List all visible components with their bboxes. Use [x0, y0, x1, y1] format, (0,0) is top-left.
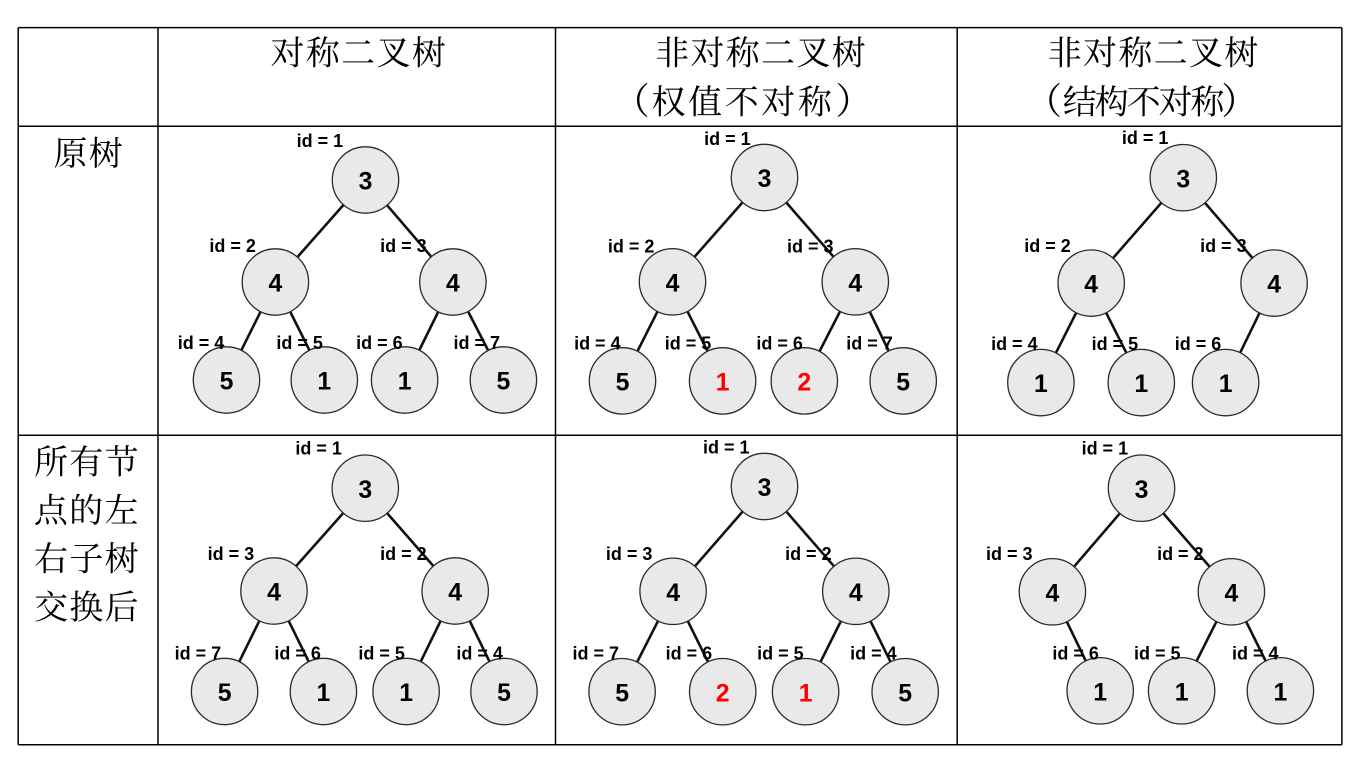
svg-text:id = 2: id = 2: [785, 544, 832, 564]
svg-text:id = 7: id = 7: [453, 333, 500, 353]
svg-text:1: 1: [317, 369, 331, 396]
svg-text:id = 1: id = 1: [295, 439, 342, 459]
svg-text:id = 7: id = 7: [572, 644, 619, 664]
svg-text:id = 2: id = 2: [1024, 236, 1071, 256]
svg-text:1: 1: [1134, 371, 1148, 398]
svg-text:4: 4: [1267, 272, 1281, 299]
svg-text:5: 5: [616, 370, 630, 397]
svg-text:id = 3: id = 3: [208, 544, 255, 564]
svg-text:id = 1: id = 1: [297, 131, 344, 151]
svg-text:id = 2: id = 2: [608, 237, 655, 257]
svg-text:id = 3: id = 3: [986, 544, 1033, 564]
svg-text:id = 6: id = 6: [1175, 334, 1222, 354]
svg-text:1: 1: [1175, 679, 1189, 706]
svg-text:4: 4: [446, 271, 460, 298]
svg-text:5: 5: [497, 369, 511, 396]
svg-text:4: 4: [448, 580, 462, 607]
svg-text:id = 2: id = 2: [209, 236, 256, 256]
svg-text:id = 3: id = 3: [787, 237, 834, 257]
svg-text:id = 1: id = 1: [1122, 128, 1169, 148]
svg-text:id = 5: id = 5: [276, 333, 323, 353]
svg-text:id = 7: id = 7: [175, 644, 222, 664]
svg-text:id = 7: id = 7: [846, 334, 893, 354]
svg-text:4: 4: [666, 270, 680, 297]
svg-text:3: 3: [758, 166, 772, 193]
svg-text:3: 3: [358, 477, 372, 504]
svg-text:3: 3: [1176, 166, 1190, 193]
svg-text:5: 5: [615, 680, 629, 707]
svg-text:id = 6: id = 6: [274, 644, 321, 664]
svg-text:4: 4: [848, 270, 862, 297]
svg-text:1: 1: [398, 369, 412, 396]
svg-text:2: 2: [716, 680, 730, 707]
svg-text:id = 6: id = 6: [356, 333, 403, 353]
svg-text:id = 5: id = 5: [757, 644, 804, 664]
svg-text:4: 4: [267, 580, 281, 607]
svg-text:4: 4: [269, 271, 283, 298]
svg-text:id = 6: id = 6: [756, 334, 803, 354]
svg-text:id = 4: id = 4: [850, 644, 897, 664]
svg-text:id = 5: id = 5: [665, 334, 712, 354]
svg-text:1: 1: [1274, 679, 1288, 706]
svg-text:id = 1: id = 1: [1082, 439, 1129, 459]
svg-text:id = 3: id = 3: [606, 544, 653, 564]
svg-text:5: 5: [898, 680, 912, 707]
svg-text:id = 6: id = 6: [666, 644, 713, 664]
svg-text:id = 6: id = 6: [1052, 644, 1099, 664]
svg-text:id = 4: id = 4: [574, 334, 621, 354]
svg-text:4: 4: [1084, 272, 1098, 299]
svg-text:3: 3: [758, 475, 772, 502]
svg-text:5: 5: [220, 369, 234, 396]
svg-text:5: 5: [497, 680, 511, 707]
svg-text:id = 5: id = 5: [358, 644, 405, 664]
svg-text:1: 1: [317, 680, 331, 707]
svg-text:4: 4: [1046, 580, 1060, 607]
svg-text:id = 4: id = 4: [1232, 644, 1279, 664]
svg-text:3: 3: [1135, 477, 1149, 504]
svg-text:id = 4: id = 4: [991, 334, 1038, 354]
svg-text:id = 5: id = 5: [1134, 644, 1181, 664]
svg-text:id = 2: id = 2: [380, 544, 427, 564]
svg-text:4: 4: [849, 580, 863, 607]
svg-text:5: 5: [896, 370, 910, 397]
svg-text:id = 3: id = 3: [1200, 236, 1247, 256]
svg-text:id = 1: id = 1: [704, 129, 751, 149]
svg-text:id = 4: id = 4: [456, 644, 503, 664]
svg-text:1: 1: [1093, 679, 1107, 706]
svg-text:4: 4: [666, 580, 680, 607]
svg-text:id = 5: id = 5: [1092, 334, 1139, 354]
svg-text:id = 2: id = 2: [1157, 544, 1204, 564]
svg-text:4: 4: [1225, 580, 1239, 607]
svg-text:1: 1: [399, 680, 413, 707]
svg-text:1: 1: [716, 370, 730, 397]
svg-text:id = 3: id = 3: [380, 236, 427, 256]
svg-text:3: 3: [359, 169, 373, 196]
svg-text:1: 1: [1219, 371, 1233, 398]
svg-text:1: 1: [799, 680, 813, 707]
svg-text:1: 1: [1034, 371, 1048, 398]
svg-text:5: 5: [218, 680, 232, 707]
svg-text:2: 2: [797, 370, 811, 397]
svg-text:id = 4: id = 4: [178, 333, 225, 353]
svg-text:id = 1: id = 1: [703, 438, 750, 458]
